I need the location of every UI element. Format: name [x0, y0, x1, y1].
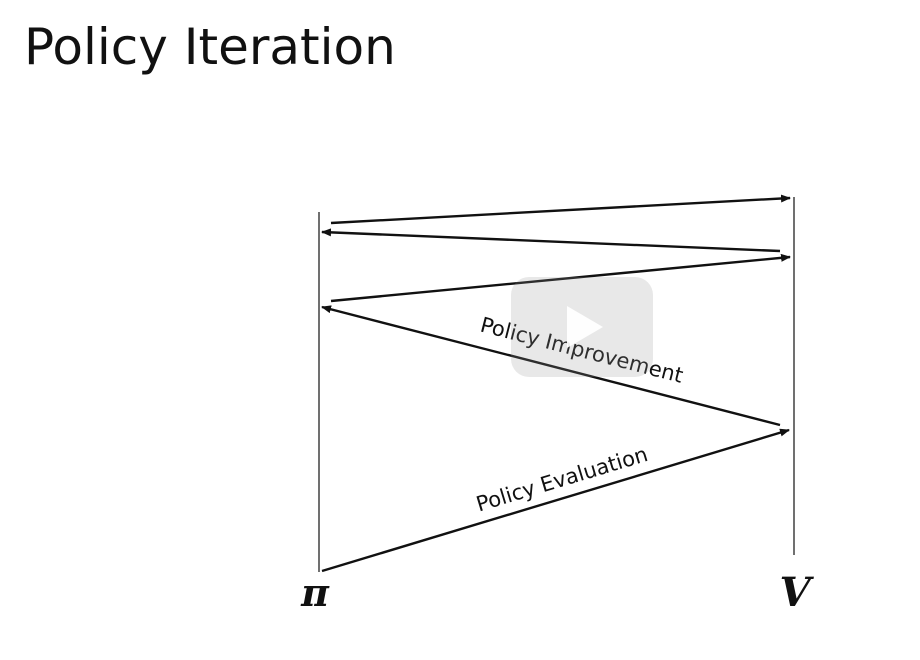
pi-symbol: π	[300, 570, 330, 615]
video-play-button[interactable]	[511, 277, 653, 377]
evaluation-arrow-2	[330, 253, 791, 303]
play-icon	[567, 306, 603, 348]
evaluation-arrow-3	[330, 194, 791, 225]
v-symbol: V	[779, 569, 814, 616]
improvement-arrow	[321, 305, 781, 427]
evaluation-arrow	[321, 428, 790, 573]
improvement-arrow-2	[321, 228, 781, 253]
slide-title: Policy Iteration	[24, 18, 396, 76]
